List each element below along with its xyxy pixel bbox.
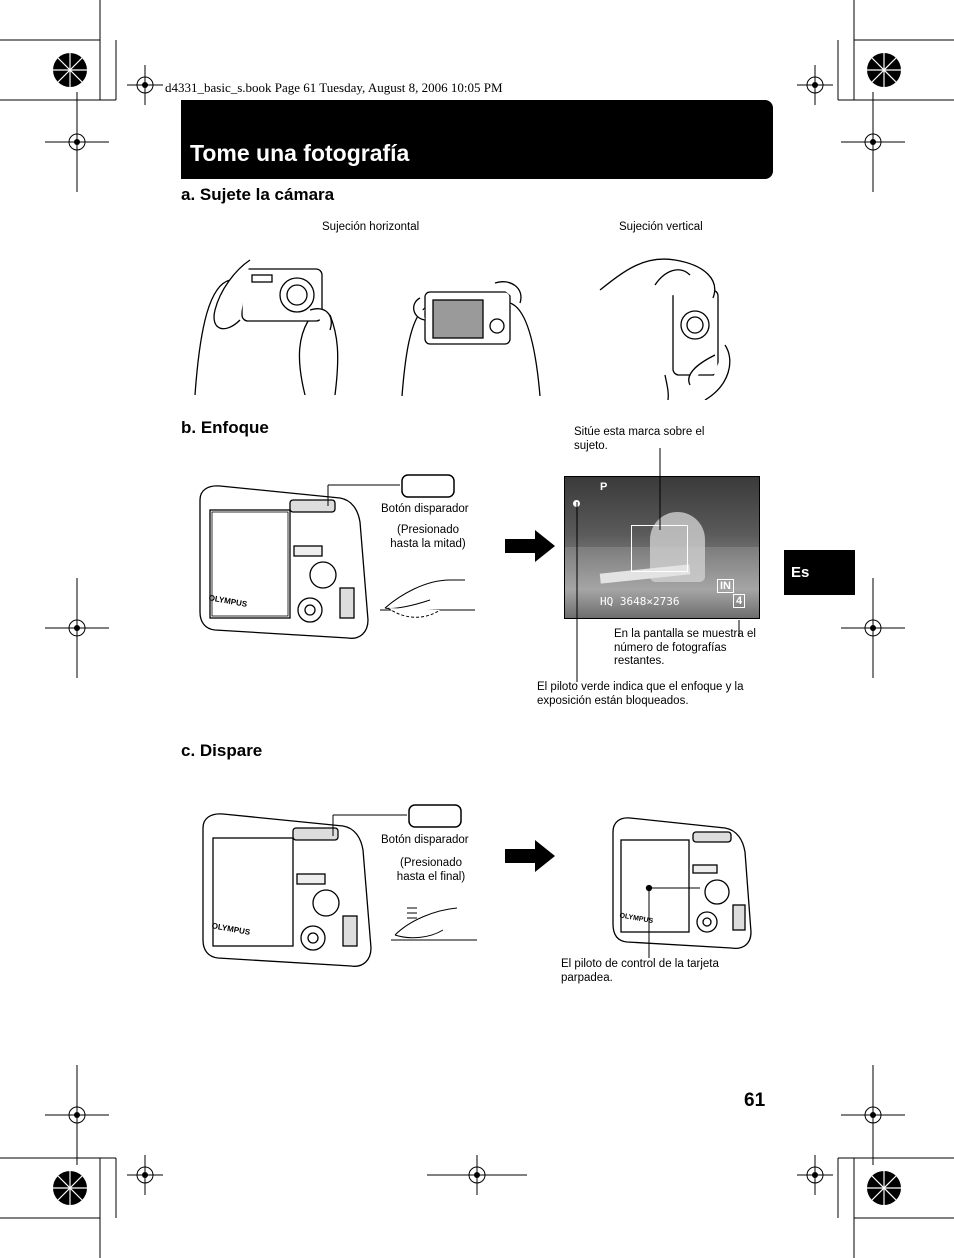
page-number: 61 xyxy=(744,1090,766,1111)
illustration-camera-back-focus: OLYMPUS xyxy=(199,474,475,639)
caption-pressed-full: (Presionado hasta el final) xyxy=(396,857,466,883)
illustration-horizontal-grip-front xyxy=(194,259,339,396)
caption-vertical-grip: Sujeción vertical xyxy=(619,221,703,233)
language-tab: Es xyxy=(784,550,855,595)
caption-green-lamp: El piloto verde indica que el enfoque y … xyxy=(537,681,744,707)
page-title: Tome una fotografía xyxy=(190,140,410,166)
language-tab-label: Es xyxy=(791,564,810,581)
resolution-indicator: HQ 3648×2736 xyxy=(600,595,680,608)
book-header-line: d4331_basic_s.book Page 61 Tuesday, Augu… xyxy=(165,80,503,95)
remaining-shots-indicator: 4 xyxy=(733,594,746,608)
arrow-right-icon xyxy=(505,530,555,562)
caption-shutter-button-c: Botón disparador xyxy=(381,834,469,846)
section-b-heading: b. Enfoque xyxy=(181,418,269,437)
arrow-right-icon xyxy=(505,840,555,872)
page-title-bar: Tome una fotografía xyxy=(181,100,773,179)
caption-pressed-half: (Presionado hasta la mitad) xyxy=(390,524,466,550)
camera-screen-preview: P IN HQ 3648×2736 4 xyxy=(564,476,760,619)
caption-card-lamp: El piloto de control de la tarjeta parpa… xyxy=(561,958,719,984)
illustration-camera-card-lamp: OLYMPUS xyxy=(612,817,752,958)
section-a-heading: a. Sujete la cámara xyxy=(181,185,335,204)
callout-lines-b xyxy=(576,448,740,682)
caption-shutter-button-b: Botón disparador xyxy=(381,503,469,515)
illustration-vertical-grip xyxy=(599,258,731,400)
illustration-camera-back-shoot: OLYMPUS xyxy=(202,804,477,967)
shooting-mode-indicator: P xyxy=(600,481,608,493)
caption-remaining-shots: En la pantalla se muestra el número de f… xyxy=(614,628,756,667)
caption-place-mark: Sitúe esta marca sobre el sujeto. xyxy=(574,426,705,452)
illustration-horizontal-grip-back xyxy=(401,281,541,397)
caption-horizontal-grip: Sujeción horizontal xyxy=(322,221,420,233)
section-c-heading: c. Dispare xyxy=(181,741,263,760)
memory-indicator: IN xyxy=(717,579,734,593)
